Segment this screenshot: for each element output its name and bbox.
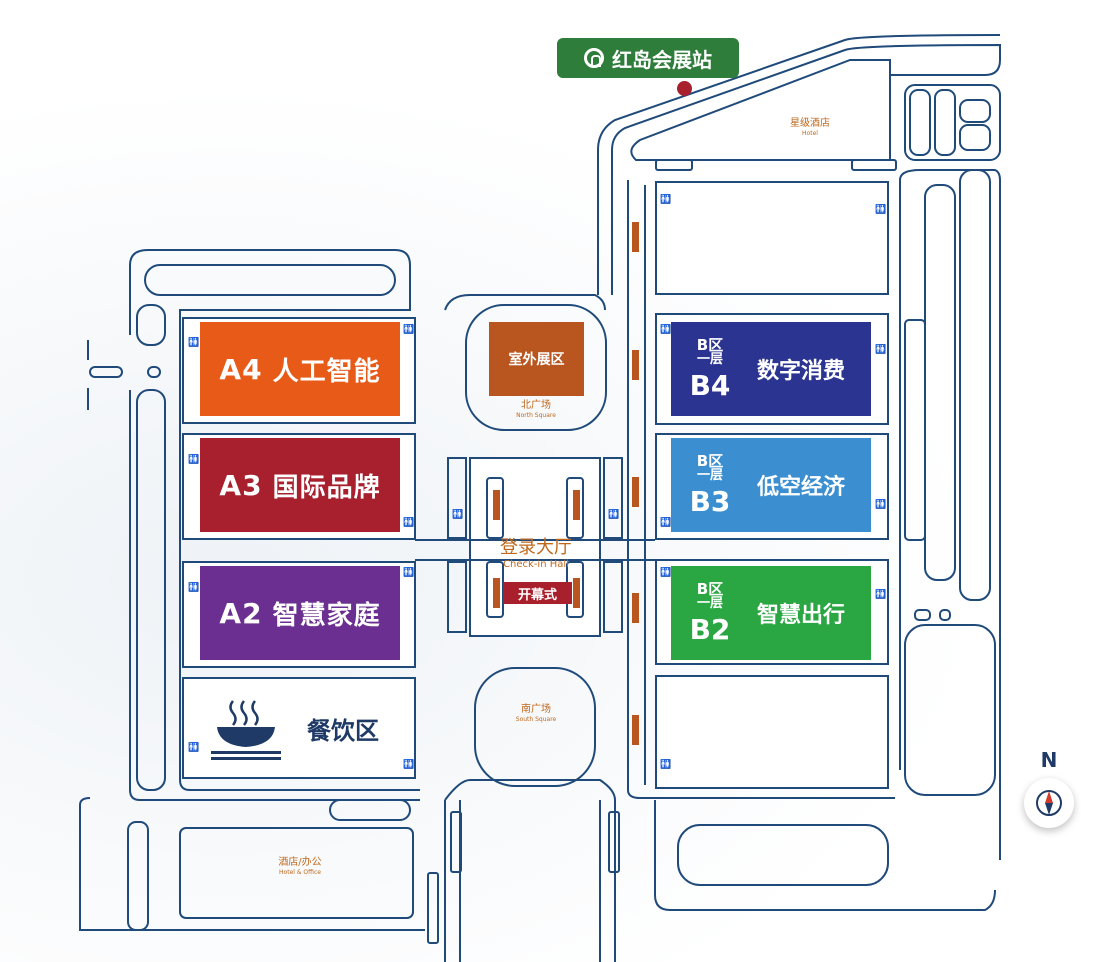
restroom-icon: 🚻 xyxy=(188,743,200,753)
hongdao-station-sign: 红岛会展站 xyxy=(557,38,739,78)
entrance-door xyxy=(573,490,580,520)
hall-name: 智慧家庭 xyxy=(272,600,381,631)
opening-ceremony-badge: 开幕式 xyxy=(503,582,572,604)
hall-b2[interactable]: B区 一层 B2 智慧出行 xyxy=(671,566,871,660)
restroom-icon: 🚻 xyxy=(875,345,887,355)
hotel-top-label: 星级酒店 Hotel xyxy=(790,118,830,137)
restroom-icon: 🚻 xyxy=(660,325,672,335)
north-square-label: 北广场 North Square xyxy=(516,400,556,419)
station-name: 红岛会展站 xyxy=(612,47,712,72)
entrance-door xyxy=(632,222,639,252)
food-court[interactable]: 餐饮区 xyxy=(183,678,415,778)
metro-icon xyxy=(584,48,604,68)
entrance-door xyxy=(632,350,639,380)
north-label: N xyxy=(1040,748,1058,772)
hall-floor: 一层 xyxy=(696,468,723,484)
entrance-door xyxy=(573,578,580,608)
entrance-door xyxy=(632,477,639,507)
hall-a3[interactable]: A3 国际品牌 xyxy=(200,438,400,532)
outdoor-exhibition-area: 室外展区 xyxy=(489,322,584,396)
station-location-marker xyxy=(677,81,692,96)
hall-name: 数字消费 xyxy=(757,359,846,384)
restroom-icon: 🚻 xyxy=(188,455,200,465)
hall-a4[interactable]: A4 人工智能 xyxy=(200,322,400,416)
entrance-door xyxy=(632,593,639,623)
hall-name: 低空经济 xyxy=(757,475,846,500)
restroom-icon: 🚻 xyxy=(660,568,672,578)
hall-name: 智慧出行 xyxy=(757,603,846,628)
restroom-icon: 🚻 xyxy=(452,510,464,520)
restroom-icon: 🚻 xyxy=(403,518,415,528)
restroom-icon: 🚻 xyxy=(403,325,415,335)
hall-zone: B区 xyxy=(696,451,724,470)
noodle-bowl-icon xyxy=(211,700,281,760)
entrance-door xyxy=(493,578,500,608)
compass-icon xyxy=(1024,778,1074,828)
restroom-icon: 🚻 xyxy=(608,510,620,520)
north-compass: N xyxy=(1024,748,1074,828)
restroom-icon: 🚻 xyxy=(875,500,887,510)
hall-zone: B区 xyxy=(696,579,724,598)
hall-code: A2 xyxy=(219,596,263,630)
hall-code: B2 xyxy=(689,613,731,646)
food-court-label: 餐饮区 xyxy=(307,716,379,745)
hall-code: B3 xyxy=(689,485,731,518)
restroom-icon: 🚻 xyxy=(660,195,672,205)
entrance-door xyxy=(493,490,500,520)
hall-floor: 一层 xyxy=(696,352,723,368)
restroom-icon: 🚻 xyxy=(188,583,200,593)
restroom-icon: 🚻 xyxy=(875,205,887,215)
restroom-icon: 🚻 xyxy=(660,760,672,770)
hall-code: B4 xyxy=(689,369,731,402)
hall-code: A3 xyxy=(219,468,263,502)
restroom-icon: 🚻 xyxy=(403,760,415,770)
hotel-office-label: 酒店/办公 Hotel & Office xyxy=(278,857,322,876)
hall-a2[interactable]: A2 智慧家庭 xyxy=(200,566,400,660)
restroom-icon: 🚻 xyxy=(403,568,415,578)
checkin-hall-label: 登录大厅 Check-in Hall xyxy=(500,537,572,570)
restroom-icon: 🚻 xyxy=(660,518,672,528)
hall-name: 国际品牌 xyxy=(272,472,381,503)
restroom-icon: 🚻 xyxy=(188,338,200,348)
hall-b4[interactable]: B区 一层 B4 数字消费 xyxy=(671,322,871,416)
hall-code: A4 xyxy=(219,352,263,386)
hall-floor: 一层 xyxy=(696,596,723,612)
hall-zone: B区 xyxy=(696,335,724,354)
entrance-door xyxy=(632,715,639,745)
south-square-label: 南广场 South Square xyxy=(515,704,557,723)
restroom-icon: 🚻 xyxy=(875,590,887,600)
hall-b3[interactable]: B区 一层 B3 低空经济 xyxy=(671,438,871,532)
hall-name: 人工智能 xyxy=(272,356,381,387)
